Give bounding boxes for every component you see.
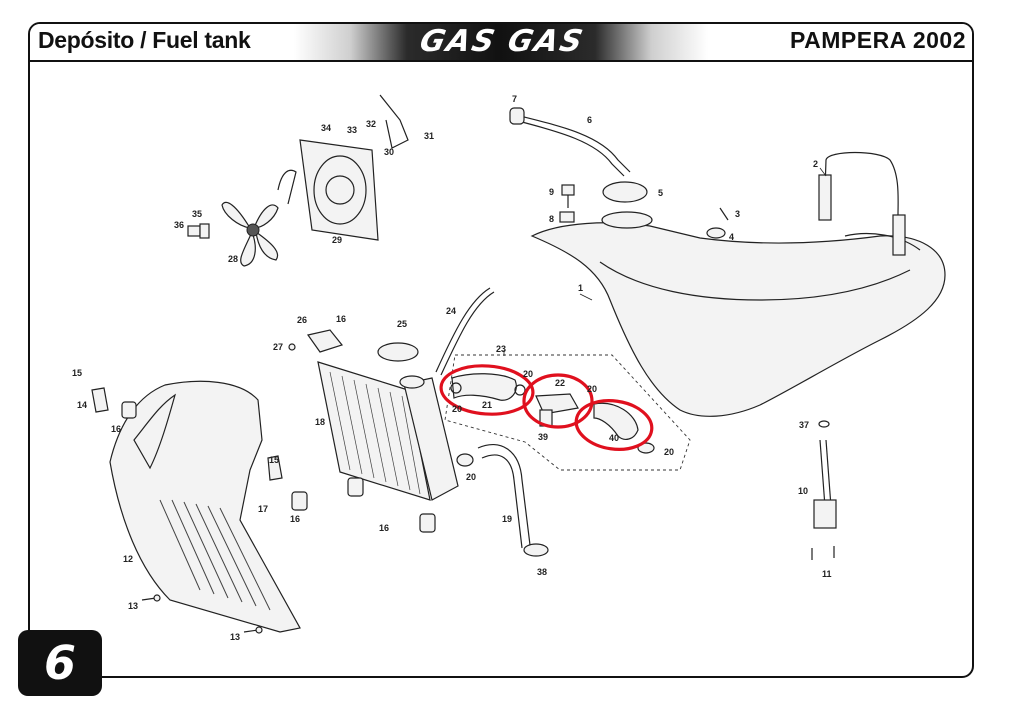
model-title: PAMPERA 2002 (789, 27, 966, 53)
fuel-cap (602, 181, 648, 203)
part-label: 2 (813, 159, 818, 169)
part-label: 34 (321, 123, 331, 133)
part-label: 20 (664, 447, 674, 457)
part-label: 25 (397, 319, 407, 329)
fan-shroud (299, 139, 379, 241)
part-label: 35 (192, 209, 202, 219)
radiator-guard (109, 380, 301, 633)
radiator-cap (377, 342, 419, 362)
part-label: 20 (452, 404, 462, 414)
part-label: 23 (496, 344, 506, 354)
part-label: 24 (446, 306, 456, 316)
part-label: 33 (347, 125, 357, 135)
page-title: Depósito / Fuel tank (38, 27, 251, 53)
part-label: 15 (72, 368, 82, 378)
part-label: 30 (384, 147, 394, 157)
part-label: 22 (555, 378, 565, 388)
part-label: 13 (230, 632, 240, 642)
part-label: 39 (538, 432, 548, 442)
fuel-tank (530, 222, 946, 417)
t-connector (535, 393, 579, 415)
page-number-badge: 6 (18, 630, 102, 696)
part-label: 1 (578, 283, 583, 293)
part-label: 28 (228, 254, 238, 264)
part-label: 10 (798, 486, 808, 496)
highlight-ring-40 (574, 399, 654, 451)
part-label: 19 (502, 514, 512, 524)
part-label: 40 (609, 433, 619, 443)
part-label: 16 (111, 424, 121, 434)
part-label: 3 (735, 209, 740, 219)
bypass-hose (593, 402, 639, 440)
part-label: 17 (258, 504, 268, 514)
lower-hose (477, 443, 531, 546)
part-label: 20 (587, 384, 597, 394)
breather-hose (519, 115, 631, 173)
part-label: 16 (290, 514, 300, 524)
part-label: 8 (549, 214, 554, 224)
part-number-labels: 1 2 3 4 5 6 7 8 9 10 11 12 13 13 14 15 1… (72, 94, 832, 642)
part-label: 36 (174, 220, 184, 230)
part-label: 6 (587, 115, 592, 125)
part-label: 15 (269, 455, 279, 465)
part-label: 20 (523, 369, 533, 379)
header-bar (30, 24, 972, 62)
highlight-ring-21 (439, 364, 535, 416)
rear-strap (823, 151, 899, 250)
part-label: 16 (379, 523, 389, 533)
part-label: 4 (729, 232, 734, 242)
part-label: 32 (366, 119, 376, 129)
part-label: 9 (549, 187, 554, 197)
part-label: 18 (315, 417, 325, 427)
part-label: 26 (297, 315, 307, 325)
upper-hose (451, 373, 517, 401)
highlight-ring-22 (522, 373, 594, 429)
part-label: 20 (466, 472, 476, 482)
part-label: 29 (332, 235, 342, 245)
part-label: 13 (128, 601, 138, 611)
part-label: 14 (77, 400, 87, 410)
part-label: 21 (482, 400, 492, 410)
part-label: 11 (822, 569, 832, 579)
part-label: 5 (658, 188, 663, 198)
part-label: 16 (336, 314, 346, 324)
part-label: 38 (537, 567, 547, 577)
part-label: 37 (799, 420, 809, 430)
page-frame (28, 22, 974, 678)
part-label: 7 (512, 94, 517, 104)
cooling-fan (221, 201, 279, 267)
part-label: 27 (273, 342, 283, 352)
overflow-hose (435, 287, 491, 373)
part-label: 12 (123, 554, 133, 564)
part-label: 31 (424, 131, 434, 141)
